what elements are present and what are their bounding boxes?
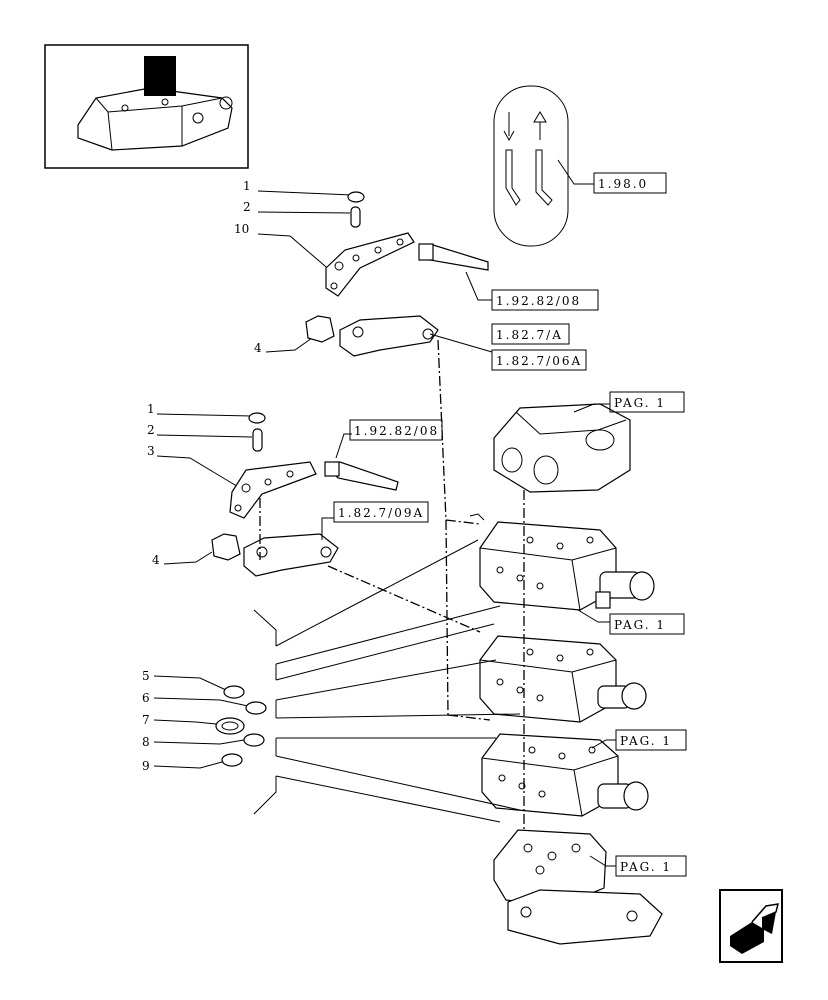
lever-arm-part-lower xyxy=(229,461,317,519)
ref-1-82-7-06A[interactable]: 1.82.7/06A xyxy=(496,354,582,368)
ref-1-82-7-A[interactable]: 1.82.7/A xyxy=(496,328,563,342)
ref-box-5[interactable] xyxy=(609,391,685,413)
callout-4-bottom: 4 xyxy=(152,553,160,567)
callout-2-top: 2 xyxy=(243,200,251,214)
ref-box-3[interactable] xyxy=(491,323,570,345)
valve-cover-part xyxy=(493,403,631,493)
o-ring-8-part xyxy=(243,733,265,747)
callout-7: 7 xyxy=(142,713,150,727)
ref-pag-1-c[interactable]: PAG. 1 xyxy=(620,734,672,748)
lever-arm-part xyxy=(325,232,415,297)
valve-section-3-part xyxy=(481,733,649,817)
end-plate-part xyxy=(493,829,663,945)
link-rod-part-lower xyxy=(324,461,399,491)
valve-section-2-part xyxy=(479,635,647,723)
ref-box-9[interactable] xyxy=(615,729,687,751)
next-page-arrow-icon[interactable] xyxy=(719,889,783,963)
pin-part-lower xyxy=(252,428,263,452)
seal-location-leaders xyxy=(253,539,521,823)
callout-10: 10 xyxy=(234,222,249,236)
clip-part xyxy=(305,315,335,343)
lever-bracket-part-lower xyxy=(243,533,339,577)
seal-ring-7-part xyxy=(215,717,245,735)
valve-section-1-part xyxy=(469,513,655,611)
lever-direction-icon xyxy=(493,85,569,247)
assembly-centerlines xyxy=(259,339,525,830)
ref-1-92-82-08-bottom[interactable]: 1.92.82/08 xyxy=(354,424,439,438)
ref-box-1[interactable] xyxy=(593,172,667,194)
ref-pag-1-b[interactable]: PAG. 1 xyxy=(614,618,666,632)
clip-part-lower xyxy=(211,533,241,561)
snap-ring-part-lower xyxy=(248,412,266,424)
ref-1-98-0[interactable]: 1.98.0 xyxy=(598,177,648,191)
ref-1-92-82-08-top[interactable]: 1.92.82/08 xyxy=(496,294,581,308)
ref-box-10[interactable] xyxy=(615,855,687,877)
ref-box-7[interactable] xyxy=(333,501,429,523)
callout-4-top: 4 xyxy=(254,341,262,355)
ref-pag-1-a[interactable]: PAG. 1 xyxy=(614,396,666,410)
callout-8: 8 xyxy=(142,735,150,749)
callout-6: 6 xyxy=(142,691,150,705)
o-ring-6-part xyxy=(245,701,267,715)
ref-box-4[interactable] xyxy=(491,349,587,371)
callout-1-top: 1 xyxy=(243,179,251,193)
locator-thumbnail-icon[interactable] xyxy=(44,44,249,169)
o-ring-5-part xyxy=(223,685,245,699)
o-ring-9-part xyxy=(221,753,243,767)
callout-2-bottom: 2 xyxy=(147,423,155,437)
callout-3: 3 xyxy=(147,444,155,458)
lever-bracket-part xyxy=(339,315,439,357)
callout-9: 9 xyxy=(142,759,150,773)
ref-1-82-7-09A[interactable]: 1.82.7/09A xyxy=(338,506,424,520)
snap-ring-part xyxy=(347,191,365,203)
link-rod-part xyxy=(418,243,489,271)
ref-box-8[interactable] xyxy=(609,613,685,635)
callout-5: 5 xyxy=(142,669,150,683)
pin-part xyxy=(350,206,361,228)
ref-box-2[interactable] xyxy=(491,289,599,311)
ref-pag-1-d[interactable]: PAG. 1 xyxy=(620,860,672,874)
callout-1-bottom: 1 xyxy=(147,402,155,416)
